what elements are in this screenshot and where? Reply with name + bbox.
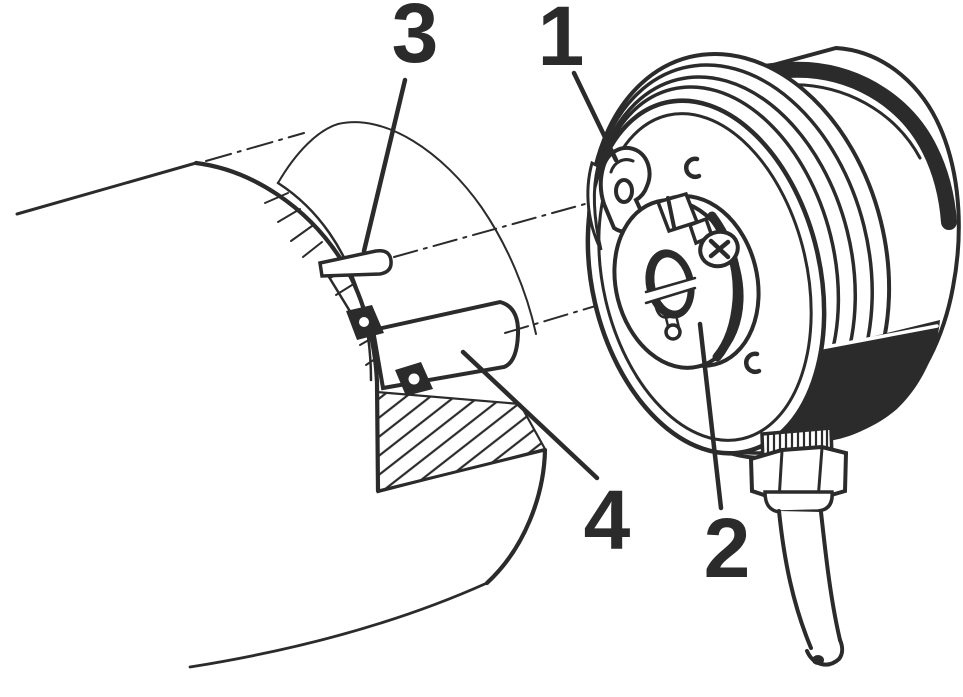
callout-label-4: 4 <box>584 473 631 567</box>
motor-rim-inner-edge-low <box>327 275 353 315</box>
phillips-cross <box>708 238 731 260</box>
callout-label-2: 2 <box>704 501 751 595</box>
cable-left-edge <box>777 509 813 650</box>
cable <box>777 509 845 667</box>
gland-collar <box>763 490 834 514</box>
motor-face-bottom-arc <box>484 447 548 586</box>
guide-pin <box>318 248 393 278</box>
tab-pin-hole <box>614 178 634 204</box>
clamp-ring <box>612 191 761 370</box>
encoder-assembly <box>585 45 961 667</box>
flange-screw-hole-bottom <box>744 351 762 375</box>
tab-side-face <box>586 160 603 251</box>
motor-top-centerline <box>205 132 305 162</box>
clamp-slit-lines <box>663 312 681 330</box>
motor-top-silhouette <box>15 161 198 216</box>
mounting-flange-inner-ring <box>597 112 813 442</box>
sectioned-block-bottom-edge <box>376 448 547 493</box>
cable-gland <box>748 426 849 514</box>
bore-shaft-end-arc <box>653 301 674 319</box>
cable-body <box>779 511 843 663</box>
sectioned-key-upper <box>346 305 384 340</box>
motor-rim-inner-edge <box>276 181 373 382</box>
gland-thread-ticks <box>766 427 829 462</box>
bore-keyway-edges <box>644 276 697 305</box>
cable-end-core <box>812 655 824 665</box>
callout-label-1: 1 <box>538 0 585 83</box>
pin-centerline <box>393 193 622 258</box>
motor-shaft <box>370 299 521 391</box>
tab-slot-line <box>609 158 635 174</box>
cable-right-edge <box>819 510 842 642</box>
leader-line-1 <box>571 70 619 163</box>
clamp-relief-hole <box>664 323 682 341</box>
motor-face-outer-edge <box>193 160 381 494</box>
leader-line-4 <box>460 349 600 481</box>
motor-assembly <box>15 121 647 669</box>
clamp-lug-slit <box>666 196 676 229</box>
callout-label-3: 3 <box>392 0 439 80</box>
rim-hatching <box>264 192 379 366</box>
motor-face-ellipse <box>277 121 537 335</box>
bore-keyway-band <box>646 278 695 303</box>
sectioned-key-lower <box>395 362 433 396</box>
flange-screw-hole-top <box>684 156 702 180</box>
leader-line-3 <box>361 77 408 254</box>
callout-labels: 3 1 4 2 <box>392 0 751 595</box>
callout-leaders <box>361 70 724 511</box>
leader-line-2 <box>697 321 724 511</box>
motor-bottom-silhouette <box>188 581 489 669</box>
